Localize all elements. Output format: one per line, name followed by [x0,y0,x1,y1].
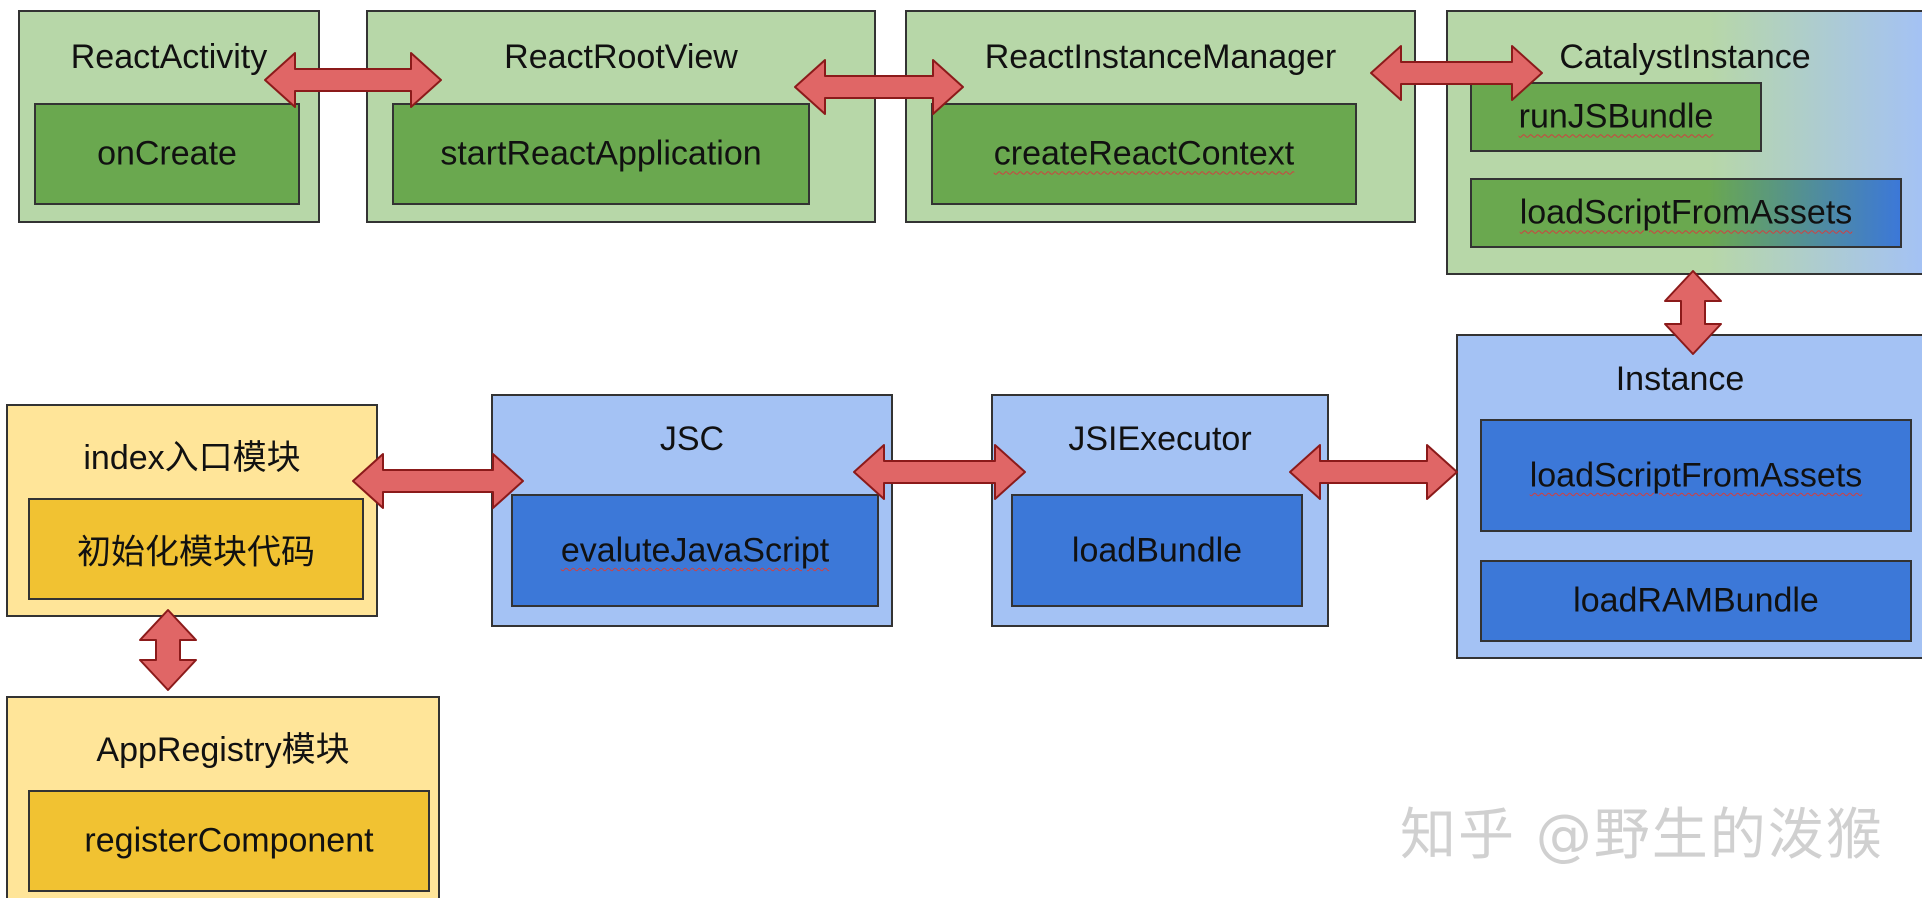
app-registry-box: AppRegistry模块 registerComponent [6,696,440,898]
catalyst-instance-title: CatalystInstance [1559,38,1811,76]
watermark: 知乎 @野生的泼猴 [1400,803,1884,868]
catalyst-load-script-label: loadScriptFromAssets [1519,193,1853,232]
react-activity-title: ReactActivity [70,38,268,76]
react-instance-manager-title: ReactInstanceManager [984,38,1337,76]
index-module-method-box: 初始化模块代码 [28,498,364,600]
react-activity-box: ReactActivity onCreate [18,10,320,223]
catalyst-load-script-box: loadScriptFromAssets [1470,178,1902,248]
react-root-view-title: ReactRootView [504,38,738,76]
jsc-method-label: evaluteJavaScript [560,531,830,569]
react-instance-manager-box: ReactInstanceManager createReactContext [905,10,1416,223]
react-instance-manager-method-box: createReactContext [931,103,1357,205]
react-activity-method-box: onCreate [34,103,300,205]
jsc-method-box: evaluteJavaScript [511,494,879,607]
app-registry-title: AppRegistry模块 [96,731,350,769]
jsi-executor-method-box: loadBundle [1011,494,1303,607]
index-module-method-label: 初始化模块代码 [77,533,315,572]
react-root-view-box: ReactRootView startReactApplication [366,10,876,223]
instance-box: Instance loadScriptFromAssets loadRAMBun… [1456,334,1922,659]
jsi-executor-method-label: loadBundle [1071,531,1243,569]
app-registry-method-label: registerComponent [84,821,374,860]
jsi-executor-box: JSIExecutor loadBundle [991,394,1329,627]
index-module-box: index入口模块 初始化模块代码 [6,404,378,617]
instance-load-ram-bundle-box: loadRAMBundle [1480,560,1912,642]
index-module-title: index入口模块 [83,439,301,477]
arrow-index-appregistry [139,609,197,691]
react-root-view-method-box: startReactApplication [392,103,810,205]
jsc-box: JSC evaluteJavaScript [491,394,893,627]
instance-load-ram-bundle-label: loadRAMBundle [1573,581,1819,620]
react-activity-method-label: onCreate [97,134,237,173]
catalyst-run-js-bundle-label: runJSBundle [1518,97,1714,136]
react-instance-manager-method-label: createReactContext [993,134,1295,173]
jsc-title: JSC [659,420,725,458]
instance-title: Instance [1615,360,1745,398]
catalyst-run-js-bundle-box: runJSBundle [1470,82,1762,152]
catalyst-instance-box: CatalystInstance runJSBundle loadScriptF… [1446,10,1922,275]
react-root-view-method-label: startReactApplication [440,134,762,173]
app-registry-method-box: registerComponent [28,790,430,892]
instance-load-script-label: loadScriptFromAssets [1529,456,1863,494]
jsi-executor-title: JSIExecutor [1068,420,1252,458]
instance-load-script-box: loadScriptFromAssets [1480,419,1912,532]
